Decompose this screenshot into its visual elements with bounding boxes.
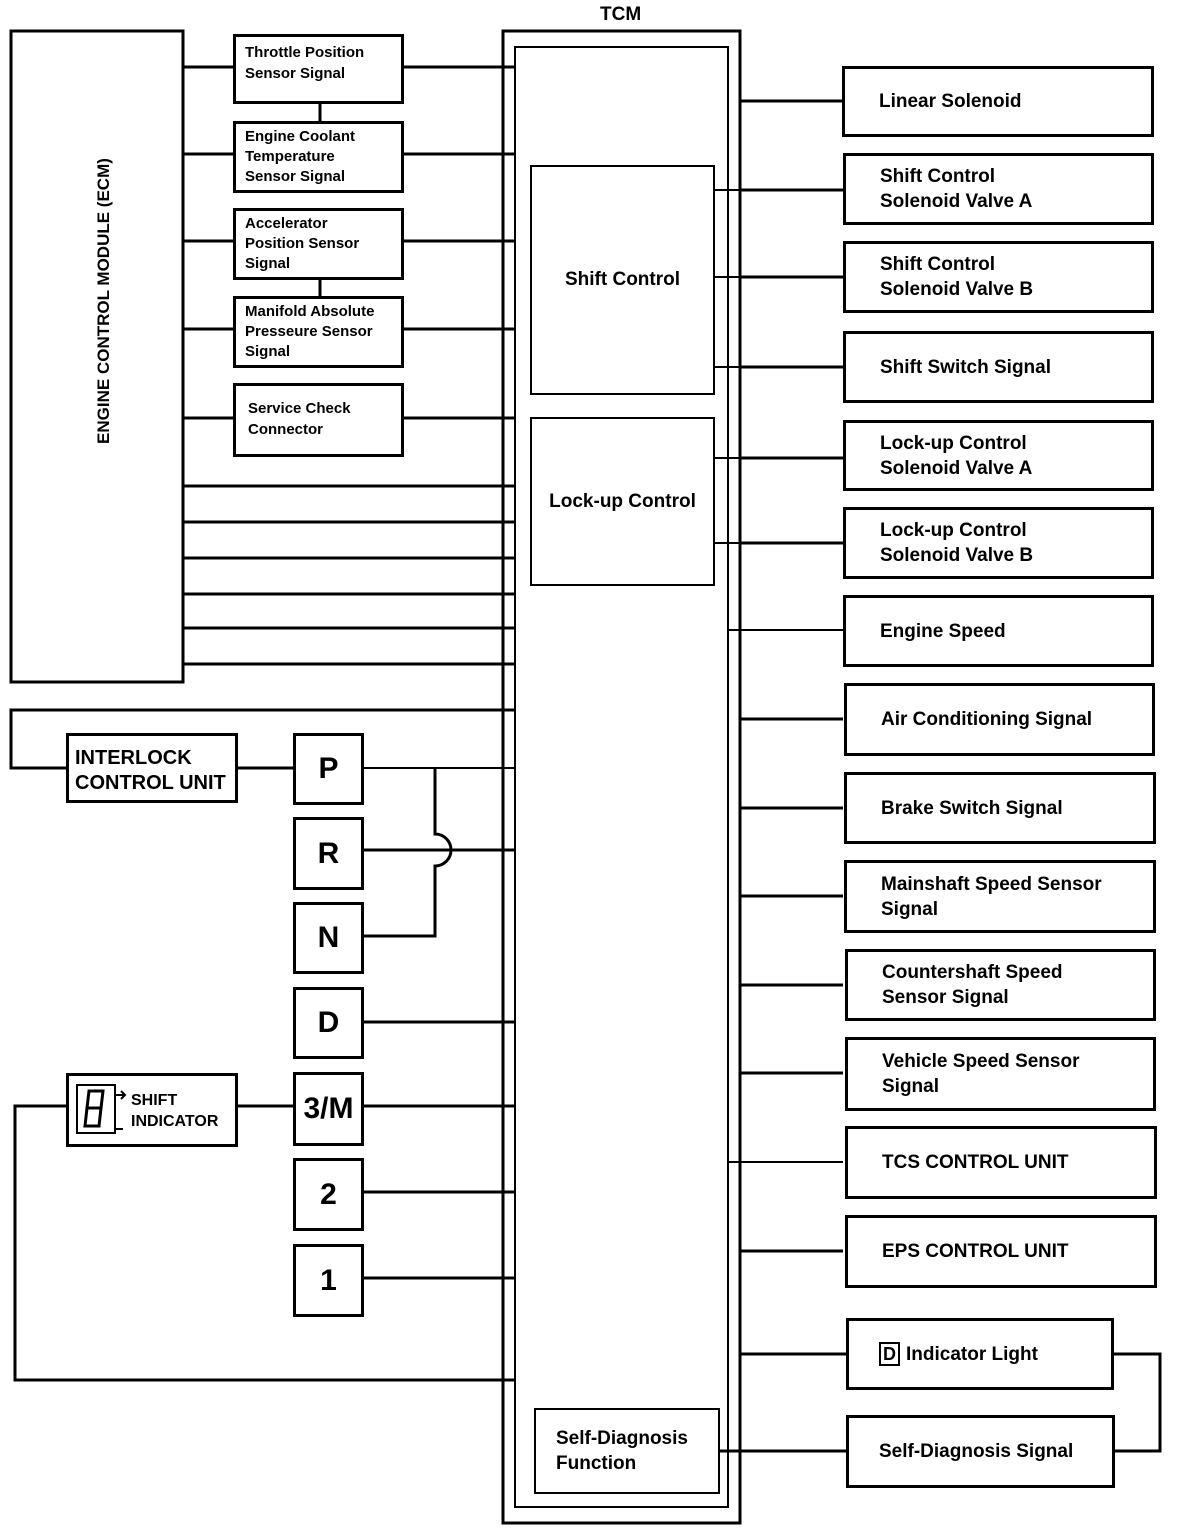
scc-line-1: Service Check [248, 400, 351, 417]
coolant-temp-box: Engine Coolant Temperature Sensor Signal [233, 121, 404, 193]
gear-1-box: 1 [293, 1244, 364, 1317]
vehicle-speed-sensor-box: Vehicle Speed Sensor Signal [845, 1037, 1156, 1111]
throttle-line-1: Throttle Position [245, 44, 365, 61]
tcs-control-unit-box: TCS CONTROL UNIT [845, 1126, 1157, 1199]
d-badge: D [879, 1342, 900, 1366]
gear-2-box: 2 [293, 1158, 364, 1231]
coolant-line-3: Sensor Signal [245, 168, 346, 185]
shift-control-box: Shift Control [530, 165, 715, 395]
shift-switch-signal-box: Shift Switch Signal [843, 331, 1154, 403]
tcm-outer-frame [501, 29, 742, 1525]
gear-p-box: P [293, 733, 364, 805]
accelerator-position-box: Accelerator Position Sensor Signal [233, 208, 404, 280]
mainshaft-speed-sensor-box: Mainshaft Speed Sensor Signal [844, 860, 1156, 933]
gear-d-box: D [293, 987, 364, 1059]
self-diagnosis-signal-box: Self-Diagnosis Signal [846, 1415, 1115, 1488]
shift-indicator-label: SHIFT INDICATOR [131, 1092, 219, 1130]
service-check-connector-box: Service Check Connector [233, 383, 404, 457]
linear-solenoid-box: Linear Solenoid [842, 66, 1154, 137]
shift-solenoid-a-box: Shift Control Solenoid Valve A [843, 153, 1154, 225]
brake-switch-signal-box: Brake Switch Signal [844, 772, 1156, 844]
d-indicator-light-box: D Indicator Light [846, 1318, 1114, 1390]
shift-indicator-box: SHIFT INDICATOR [66, 1073, 238, 1147]
accel-line-3: Signal [245, 255, 291, 272]
map-line-1: Manifold Absolute [245, 303, 375, 320]
coolant-line-1: Engine Coolant [245, 128, 355, 145]
map-line-3: Signal [245, 343, 291, 360]
throttle-line-2: Sensor Signal [245, 65, 346, 82]
gear-n-box: N [293, 902, 364, 974]
coolant-line-2: Temperature [245, 148, 335, 165]
ecm-outline [9, 29, 185, 684]
self-diagnosis-function-box: Self-Diagnosis Function [534, 1408, 720, 1494]
gear-r-box: R [293, 817, 364, 890]
scc-line-2: Connector [248, 421, 323, 438]
map-line-2: Presseure Sensor [245, 323, 373, 340]
indicator-light-label: Indicator Light [906, 1343, 1038, 1365]
tcm-title: TCM [600, 4, 642, 25]
lockup-solenoid-b-box: Lock-up Control Solenoid Valve B [843, 507, 1154, 579]
engine-speed-box: Engine Speed [843, 595, 1154, 667]
tcm-inner-frame [514, 46, 729, 1508]
lockup-control-box: Lock-up Control [530, 417, 715, 586]
seven-segment-display-icon [76, 1084, 127, 1134]
ecm-label: ENGINE CONTROL MODULE (ECM) [94, 158, 113, 444]
interlock-control-unit-box: INTERLOCK CONTROL UNIT [66, 733, 238, 803]
ecm-label-wrapper: ENGINE CONTROL MODULE (ECM) [84, 36, 124, 676]
gear-3m-box: 3/M [293, 1072, 364, 1146]
shift-solenoid-b-box: Shift Control Solenoid Valve B [843, 241, 1154, 313]
eps-control-unit-box: EPS CONTROL UNIT [845, 1215, 1157, 1288]
lockup-solenoid-a-box: Lock-up Control Solenoid Valve A [843, 420, 1154, 491]
manifold-pressure-box: Manifold Absolute Presseure Sensor Signa… [233, 296, 404, 368]
accel-line-1: Accelerator [245, 215, 328, 232]
throttle-position-box: Throttle Position Sensor Signal [233, 34, 404, 104]
accel-line-2: Position Sensor [245, 235, 360, 252]
countershaft-speed-sensor-box: Countershaft Speed Sensor Signal [845, 949, 1156, 1021]
air-conditioning-signal-box: Air Conditioning Signal [844, 683, 1155, 756]
